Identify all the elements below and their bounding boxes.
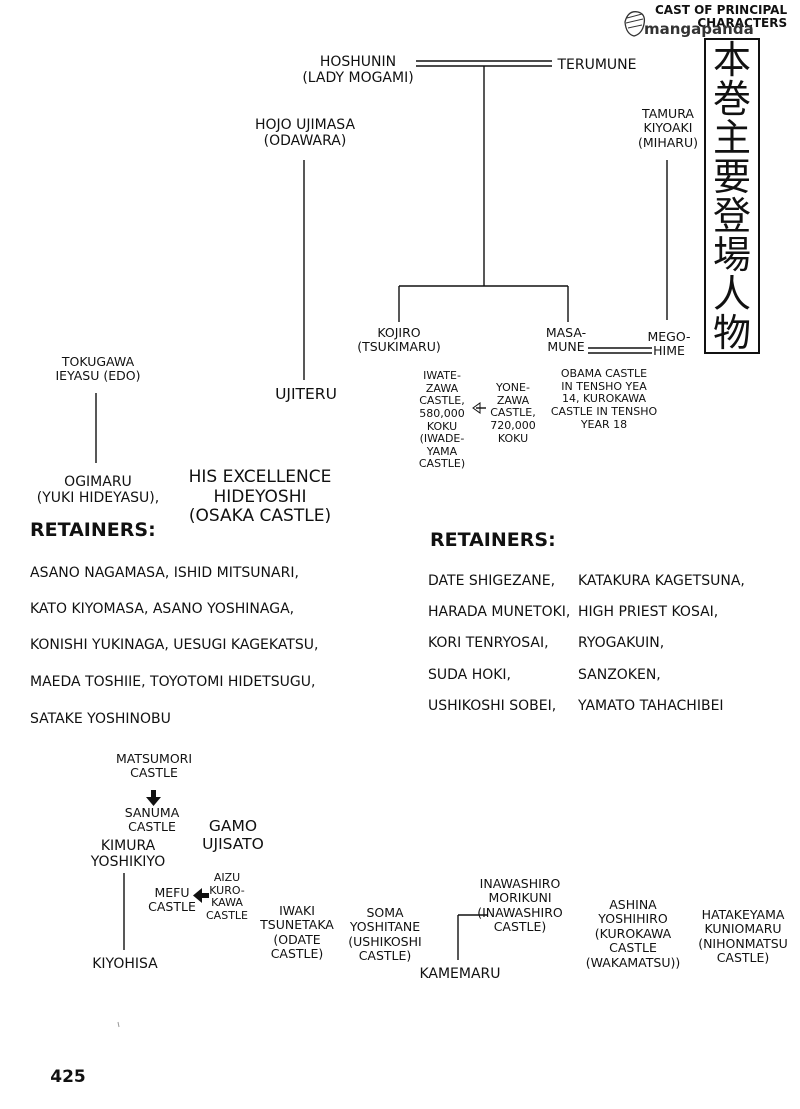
node-soma-yoshitane: SOMA YOSHITANE (USHIKOSHI CASTLE) <box>348 905 422 964</box>
node-kojiro: KOJIRO (TSUKIMARU) <box>357 325 441 355</box>
watermark-text: mangapanda <box>644 20 754 38</box>
node-iwatezawa-castle: IWATE- ZAWA CASTLE, 580,000 KOKU (IWADE-… <box>418 369 466 471</box>
retainers-right-name: KATAKURA KAGETSUNA, <box>578 573 745 589</box>
node-aizu-kurokawa-castle: AIZU KURO- KAWA CASTLE <box>206 871 248 922</box>
title-char: 物 <box>712 310 751 355</box>
retainers-right-name: YAMATO TAHACHIBEI <box>578 698 724 714</box>
cast-label: CAST OF PRINCIPAL <box>655 3 788 17</box>
node-matsumori-castle: MATSUMORI CASTLE <box>115 751 193 781</box>
node-sanuma-castle: SANUMA CASTLE <box>124 805 180 835</box>
node-kamemaru: KAMEMARU <box>419 966 501 982</box>
node-ogimaru: OGIMARU (YUKI HIDEYASU), <box>36 474 160 507</box>
retainers-left-line: KONISHI YUKINAGA, UESUGI KAGEKATSU, <box>30 637 319 653</box>
node-hideyoshi: HIS EXCELLENCE HIDEYOSHI (OSAKA CASTLE) <box>188 467 332 527</box>
retainers-right-name: SUDA HOKI, <box>428 667 512 683</box>
retainers-left-heading: RETAINERS: <box>30 519 156 541</box>
title-char: 主 <box>712 115 751 160</box>
title-char: 場 <box>712 232 751 277</box>
node-terumune: TERUMUNE <box>557 57 637 73</box>
node-kimura-yoshikiyo: KIMURA YOSHIKIYO <box>90 838 166 871</box>
retainers-right-name: SANZOKEN, <box>578 667 661 683</box>
node-tamura-kiyoaki: TAMURA KIYOAKI (MIHARU) <box>637 106 698 150</box>
retainers-left-line: ASANO NAGAMASA, ISHID MITSUNARI, <box>30 565 299 581</box>
page-number: 425 <box>50 1067 86 1087</box>
retainers-right-name: HIGH PRIEST KOSAI, <box>578 604 719 620</box>
cast-header: CAST OF PRINCIPAL CHARACTERS <box>655 4 787 29</box>
retainers-left-line: MAEDA TOSHIIE, TOYOTOMI HIDETSUGU, <box>30 674 316 690</box>
node-hojo-ujimasa: HOJO UJIMASA (ODAWARA) <box>254 117 356 150</box>
title-char: 巻 <box>712 76 751 121</box>
retainers-right-name: KORI TENRYOSAI, <box>428 635 549 651</box>
node-megohime: MEGO- HIME <box>647 329 691 359</box>
vertical-title-box: 本 巻 主 要 登 場 人 物 <box>704 38 760 354</box>
node-kiyohisa: KIYOHISA <box>92 956 158 972</box>
title-char: 本 <box>712 37 751 82</box>
node-ujiteru: UJITERU <box>275 385 337 403</box>
node-gamo-ujisato: GAMO UJISATO <box>202 817 264 853</box>
node-iwaki-tsunetaka: IWAKI TSUNETAKA (ODATE CASTLE) <box>260 903 334 962</box>
node-masamune: MASA- MUNE <box>545 325 587 355</box>
node-inawashiro-morikuni: INAWASHIRO MORIKUNI (INAWASHIRO CASTLE) <box>477 876 563 935</box>
node-hoshunin: HOSHUNIN (LADY MOGAMI) <box>302 54 414 87</box>
node-yonezawa-castle: YONE- ZAWA CASTLE, 720,000 KOKU <box>490 381 536 445</box>
title-char: 登 <box>712 193 751 238</box>
node-hatakeyama-kuniomaru: HATAKEYAMA KUNIOMARU (NIHONMATSU CASTLE) <box>698 907 788 966</box>
retainers-right-name: HARADA MUNETOKI, <box>428 604 571 620</box>
retainers-right-name: USHIKOSHI SOBEI, <box>428 698 557 714</box>
retainers-right-heading: RETAINERS: <box>430 529 556 551</box>
retainers-left-line: KATO KIYOMASA, ASANO YOSHINAGA, <box>30 601 295 617</box>
node-obama-castle: OBAMA CASTLE IN TENSHO YEA 14, KUROKAWA … <box>550 367 658 431</box>
title-char: 要 <box>712 154 751 199</box>
node-mefu-castle: MEFU CASTLE <box>148 885 196 915</box>
retainers-right-name: DATE SHIGEZANE, <box>428 573 556 589</box>
watermark-head-icon <box>624 11 646 37</box>
retainers-right-name: RYOGAKUIN, <box>578 635 665 651</box>
cast-label-2: CHARACTERS <box>697 15 788 30</box>
node-tokugawa-ieyasu: TOKUGAWA IEYASU (EDO) <box>55 354 141 384</box>
node-ashina-yoshihiro: ASHINA YOSHIHIRO (KUROKAWA CASTLE (WAKAM… <box>585 897 681 970</box>
retainers-left-line: SATAKE YOSHINOBU <box>30 711 171 727</box>
title-char: 人 <box>712 271 751 316</box>
